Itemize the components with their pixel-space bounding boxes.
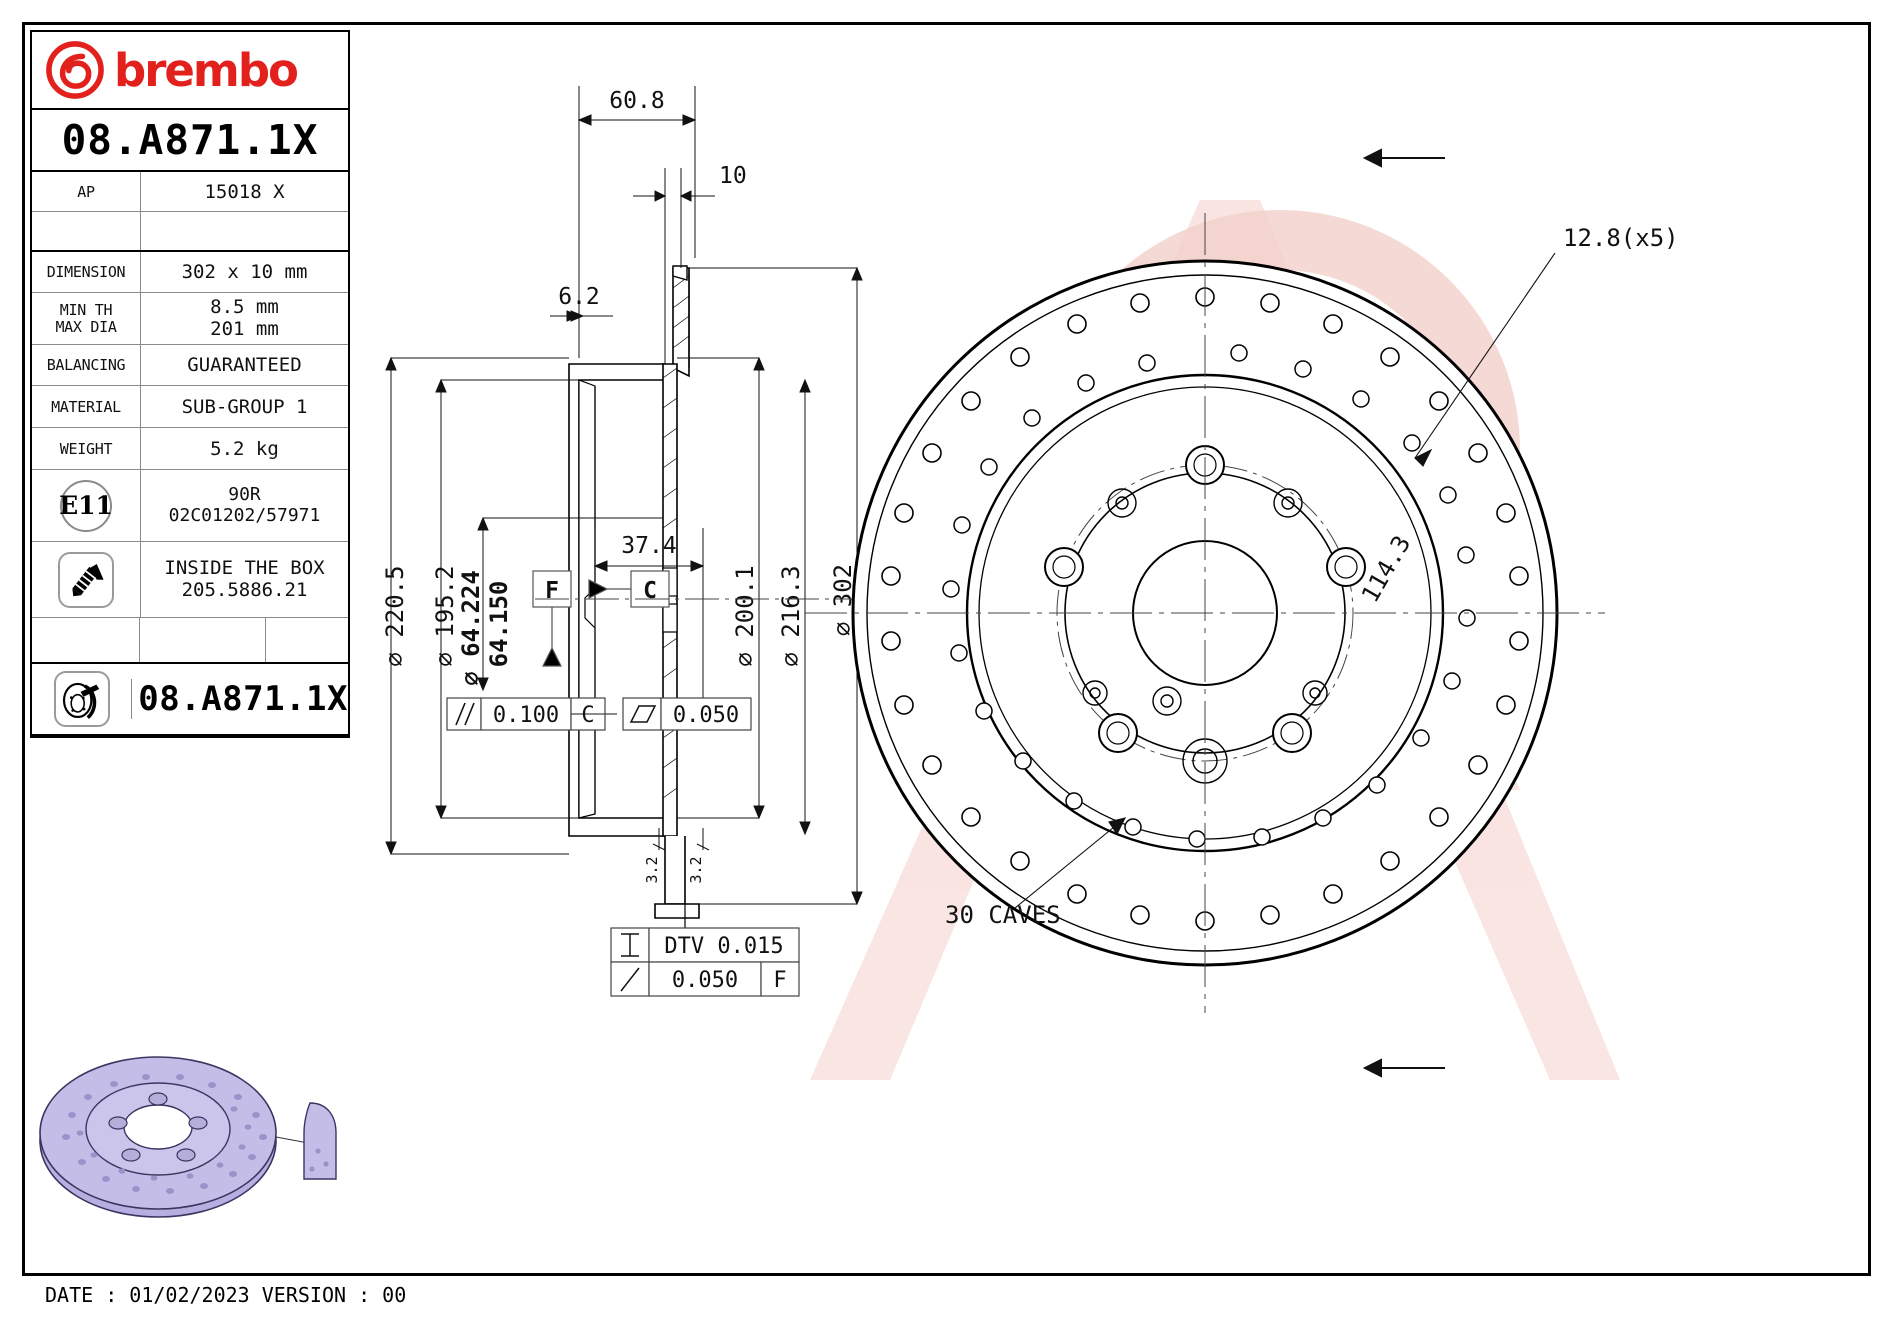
- gdt-parallelism-tol: 0.100: [493, 703, 559, 728]
- dim-center-bore-upper: ⌀ 64.224: [457, 570, 485, 686]
- blank-cell-b: [140, 618, 266, 662]
- dim-inner-face-dia: ⌀ 200.1: [731, 565, 759, 666]
- balancing-label: BALANCING: [46, 356, 126, 374]
- minth-maxdia-row: MIN TH MAX DIA 8.5 mm 201 mm: [32, 293, 348, 345]
- dim-outer-dia: ⌀ 220.5: [381, 565, 409, 666]
- dim-center-bore-lower: 64.150: [485, 581, 513, 668]
- part-number-repeat: 08.A871.1X: [131, 679, 348, 719]
- homologation-line1: 90R: [228, 484, 261, 506]
- dim-hat-depth: 37.4: [621, 533, 676, 559]
- dim-overall-width: 60.8: [609, 88, 664, 114]
- supplier-row: AP 15018 X: [32, 172, 348, 212]
- dim-bolt-hole: 12.8(x5): [1563, 224, 1679, 252]
- datum-c-label: C: [643, 578, 657, 604]
- gdt-dtv-tol: DTV 0.015: [664, 934, 783, 959]
- note-caves: 30 CAVES: [945, 901, 1061, 929]
- brake-disc-icon: [53, 671, 110, 727]
- blank-cell-c: [266, 618, 348, 662]
- footer-date-version: DATE : 01/02/2023 VERSION : 00: [45, 1283, 407, 1307]
- part-number: 08.A871.1X: [61, 116, 319, 164]
- datum-f-label: F: [545, 578, 559, 604]
- dim-disc-thickness: 10: [719, 163, 747, 189]
- balancing-value: GUARANTEED: [140, 345, 348, 385]
- screw-icon: [58, 551, 114, 608]
- accessory-line2: 205.5886.21: [181, 578, 308, 601]
- material-label: MATERIAL: [51, 397, 121, 416]
- blank-cell-left: [32, 212, 140, 250]
- brembo-mark-icon: [46, 41, 104, 99]
- dimension-label: DIMENSION: [46, 263, 126, 281]
- material-value: SUB-GROUP 1: [140, 386, 348, 427]
- supplier-label: AP: [77, 182, 95, 201]
- accessory-line1: INSIDE THE BOX: [164, 557, 325, 580]
- disc-icon-cell: [32, 666, 131, 732]
- disc-render-image: [39, 1055, 337, 1218]
- balancing-row: BALANCING GUARANTEED: [32, 345, 348, 386]
- screw-glyph-icon: [72, 563, 104, 596]
- blank-cell-right: [140, 212, 348, 250]
- surface-finish-1: 3.2: [643, 856, 661, 883]
- part-number-repeat-row: 08.A871.1X: [32, 664, 348, 736]
- e11-badge-cell: E11: [32, 470, 140, 541]
- dim-hat-offset: 6.2: [558, 284, 600, 310]
- min-th-label: MIN TH: [59, 300, 113, 319]
- dimension-row: DIMENSION 302 x 10 mm: [32, 252, 348, 293]
- supplier-code: 15018 X: [140, 172, 348, 211]
- material-row: MATERIAL SUB-GROUP 1: [32, 386, 348, 428]
- max-dia-label: MAX DIA: [55, 317, 117, 336]
- surface-finish-2: 3.2: [687, 856, 705, 883]
- accessory-row: INSIDE THE BOX 205.5886.21: [32, 542, 348, 618]
- weight-row: WEIGHT 5.2 kg: [32, 428, 348, 470]
- screw-icon-cell: [32, 542, 140, 617]
- technical-drawing: 60.8 10 6.2: [355, 28, 1870, 1278]
- part-number-header: 08.A871.1X: [32, 110, 348, 172]
- brembo-logo: brembo: [32, 32, 348, 110]
- disc-glyph-icon: [62, 682, 99, 720]
- blank-row-1: [32, 212, 348, 252]
- gdt-runout-datum: F: [773, 968, 786, 993]
- brembo-wordmark: brembo: [114, 43, 299, 97]
- accessory-value: INSIDE THE BOX 205.5886.21: [140, 542, 348, 617]
- e11-badge: E11: [59, 479, 113, 532]
- max-dia-value: 201 mm: [210, 317, 279, 340]
- gdt-parallelism-datum: C: [581, 703, 594, 728]
- homologation-line2: 02C01202/57971: [168, 504, 321, 526]
- dim-mid-dia: ⌀ 216.3: [777, 565, 805, 666]
- dimension-value: 302 x 10 mm: [140, 252, 348, 292]
- weight-value: 5.2 kg: [140, 428, 348, 469]
- minth-maxdia-value: 8.5 mm 201 mm: [140, 293, 348, 344]
- blank-row-2: [32, 618, 348, 664]
- spec-table: brembo 08.A871.1X AP 15018 X DIMENSION 3…: [30, 30, 350, 738]
- homologation-row: E11 90R 02C01202/57971: [32, 470, 348, 542]
- weight-label: WEIGHT: [59, 439, 113, 458]
- gdt-runout-tol: 0.050: [672, 968, 738, 993]
- min-th-value: 8.5 mm: [210, 296, 279, 319]
- dim-hat-dia: ⌀ 195.2: [431, 565, 459, 666]
- sheet-border: [22, 22, 1871, 1276]
- minth-maxdia-label: MIN TH MAX DIA: [32, 293, 140, 344]
- product-photo: [30, 1022, 350, 1250]
- homologation-value: 90R 02C01202/57971: [140, 470, 348, 541]
- gdt-flatness-tol: 0.050: [673, 703, 739, 728]
- drawing-canvas: 60.8 10 6.2: [381, 86, 1679, 1078]
- blank-cell-a: [32, 618, 140, 662]
